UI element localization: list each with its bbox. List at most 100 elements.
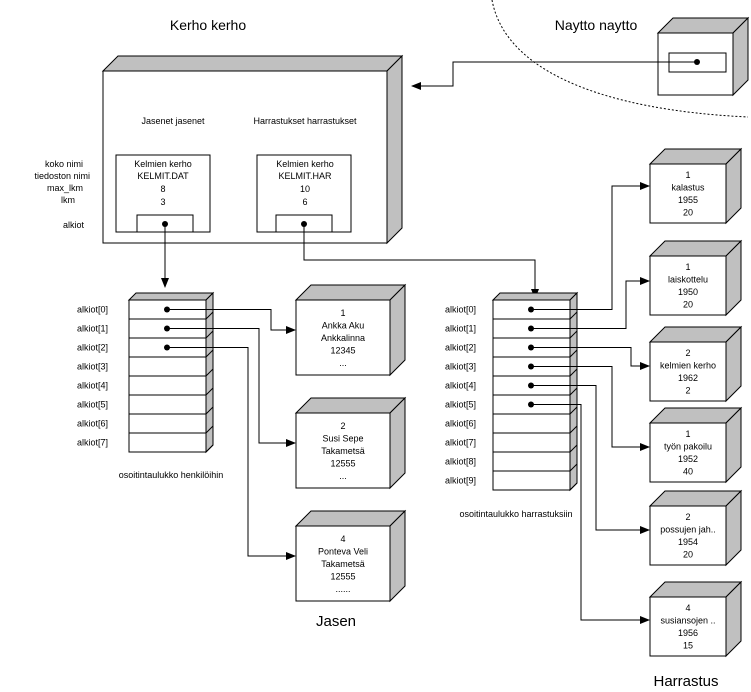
record-field: 20 [683, 208, 693, 218]
array-index-label: alkiot[9] [445, 476, 476, 486]
record-field: kelmien kerho [660, 361, 716, 371]
harrastukset-struct: Kelmien kerho KELMIT.HAR 10 6 [256, 154, 352, 233]
harrastus-class-label: Harrastus [653, 673, 718, 690]
record-field: 15 [683, 641, 693, 651]
record-field: 20 [683, 300, 693, 310]
naytto-title: Naytto naytto [555, 17, 638, 33]
array-index-label: alkiot[3] [445, 362, 476, 372]
record-field: Takametsä [321, 446, 365, 456]
record-field: possujen jah.. [660, 525, 716, 535]
array-cell [128, 413, 207, 434]
naytto-box [656, 16, 750, 97]
array-cell [128, 375, 207, 396]
array-cell [128, 432, 207, 453]
array-cell [492, 413, 571, 434]
record-field: ...... [335, 584, 350, 594]
pointer-link [167, 309, 296, 334]
field-label: koko nimi [45, 159, 83, 169]
pointer-link [531, 404, 650, 624]
jasen-array-caption: osoitintaulukko henkilöihin [119, 470, 224, 480]
array-index-label: alkiot[2] [77, 343, 108, 353]
record-field: laiskottelu [668, 275, 708, 285]
array-index-label: alkiot[1] [77, 324, 108, 334]
jasenet-max-lkm: 8 [160, 184, 165, 194]
kerho-title: Kerho kerho [170, 17, 246, 33]
pointer-link [531, 366, 650, 451]
field-label: alkiot [63, 220, 85, 230]
screen-boundary-curve [491, 0, 749, 118]
record-field: Takametsä [321, 559, 365, 569]
array-cell [128, 394, 207, 415]
harrastukset-lkm: 6 [302, 197, 307, 207]
record-field: ... [339, 358, 347, 368]
array-index-label: alkiot[0] [77, 305, 108, 315]
array-index-label: alkiot[5] [445, 400, 476, 410]
harrastus-array-caption: osoitintaulukko harrastuksiin [459, 509, 572, 519]
record-field: 1962 [678, 373, 698, 383]
pointer-link [531, 347, 650, 370]
array-index-label: alkiot[4] [77, 381, 108, 391]
record-field: 2 [340, 421, 345, 431]
record-field: Ankkalinna [321, 333, 365, 343]
record-field: Susi Sepe [322, 433, 363, 443]
field-label: max_lkm [47, 183, 83, 193]
array-index-label: alkiot[5] [77, 400, 108, 410]
array-index-label: alkiot[6] [445, 419, 476, 429]
record-field: Ponteva Veli [318, 546, 368, 556]
record-field: 1950 [678, 287, 698, 297]
naytto-pointer [411, 61, 697, 90]
record-field: 2 [685, 512, 690, 522]
record-field: 40 [683, 467, 693, 477]
field-labels: koko nimi tiedoston nimi max_lkm lkm alk… [34, 159, 90, 230]
pointer-link [531, 385, 650, 534]
harrastukset-alkiot-pointer [303, 224, 539, 299]
jasenet-koko-nimi: Kelmien kerho [134, 159, 192, 169]
record-field: 1 [685, 262, 690, 272]
array-index-label: alkiot[2] [445, 343, 476, 353]
harrastukset-label: Harrastukset harrastukset [253, 116, 357, 126]
record-field: 20 [683, 550, 693, 560]
array-index-label: alkiot[8] [445, 457, 476, 467]
array-index-label: alkiot[0] [445, 305, 476, 315]
array-index-label: alkiot[6] [77, 419, 108, 429]
harrastus-pointer-array: alkiot[0] alkiot[1] alkiot[2] alkiot[3] alki… [445, 291, 579, 492]
record-box: 1 laiskottelu 1950 20 [648, 239, 743, 317]
record-box: 2 kelmien kerho 1962 2 [648, 325, 743, 403]
array-cell [492, 432, 571, 453]
record-field: 12555 [330, 458, 355, 468]
record-field: 12555 [330, 571, 355, 581]
array-index-label: alkiot[1] [445, 324, 476, 334]
pointer-link [531, 277, 650, 329]
record-field: 2 [685, 386, 690, 396]
harrastukset-koko-nimi: Kelmien kerho [276, 159, 334, 169]
pointer-link [531, 182, 650, 310]
record-field: 1 [685, 170, 690, 180]
record-field: 1955 [678, 195, 698, 205]
array-index-label: alkiot[4] [445, 381, 476, 391]
jasenet-tiedosto: KELMIT.DAT [137, 171, 189, 181]
jasenet-struct: Kelmien kerho KELMIT.DAT 8 3 [115, 154, 211, 233]
array-cell [492, 470, 571, 491]
record-field: susiansojen .. [660, 616, 715, 626]
record-field: 1 [340, 308, 345, 318]
record-field: 4 [340, 534, 345, 544]
record-field: kalastus [671, 183, 705, 193]
array-index-label: alkiot[7] [445, 438, 476, 448]
record-field: ... [339, 471, 347, 481]
record-field: 2 [685, 348, 690, 358]
jasenet-label: Jasenet jasenet [141, 116, 205, 126]
array-index-label: alkiot[7] [77, 438, 108, 448]
record-field: 1952 [678, 454, 698, 464]
array-index-label: alkiot[3] [77, 362, 108, 372]
array-cell [492, 451, 571, 472]
jasen-pointer-array: alkiot[0] alkiot[1] alkiot[2] alkiot[3] alki… [77, 291, 215, 454]
record-field: 4 [685, 603, 690, 613]
record-field: Ankka Aku [322, 320, 365, 330]
